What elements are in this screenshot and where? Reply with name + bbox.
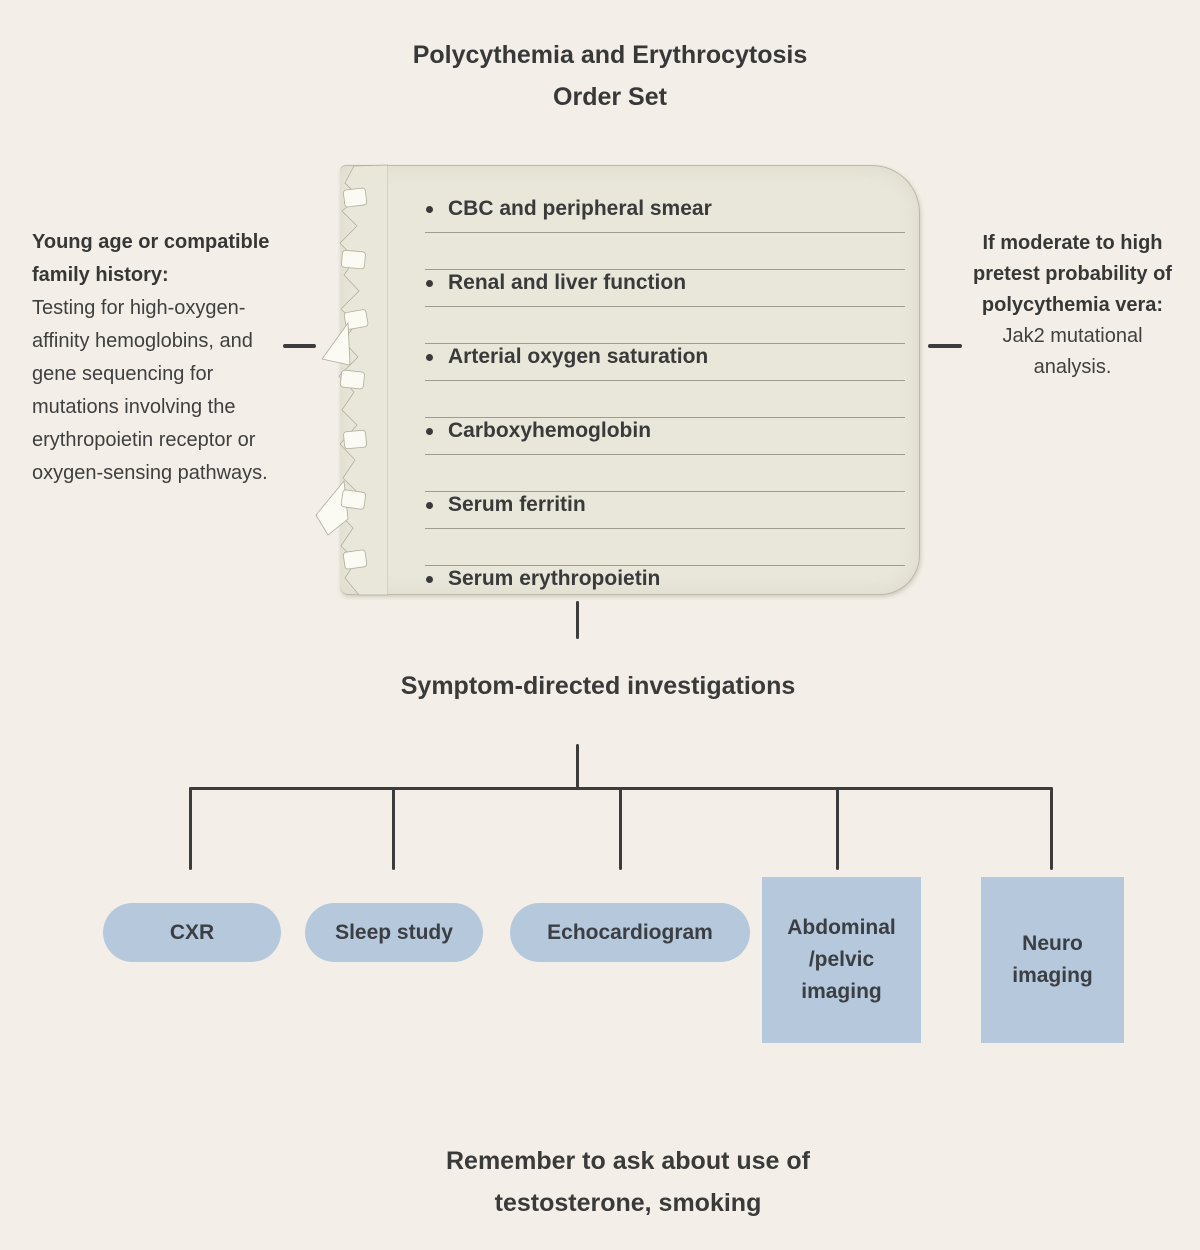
- order-set-item: CBC and peripheral smear: [426, 196, 712, 222]
- node-cxr: CXR: [103, 903, 281, 962]
- left-annotation-body: Testing for high-oxygen-affinity hemoglo…: [32, 297, 268, 484]
- left-annotation-heading: Young age or compatible family history:: [32, 231, 270, 286]
- order-set-item: Serum ferritin: [426, 492, 586, 518]
- order-set-item: Carboxyhemoglobin: [426, 418, 651, 444]
- bullet-icon: [426, 501, 433, 509]
- order-set-item: Renal and liver function: [426, 270, 686, 296]
- page-title-line2: Order Set: [553, 83, 667, 111]
- order-set-notepad: CBC and peripheral smear Renal and liver…: [340, 165, 920, 595]
- connector-drop-echocardiogram: [619, 787, 622, 870]
- order-set-item-label: CBC and peripheral smear: [448, 197, 712, 220]
- order-set-item-label: Carboxyhemoglobin: [448, 419, 652, 442]
- torn-paper-edge: [315, 164, 388, 596]
- ruled-lines: [425, 196, 905, 570]
- order-set-item-label: Serum ferritin: [448, 493, 586, 516]
- left-dash-connector: [283, 344, 316, 348]
- connector-drop-sleep-study: [392, 787, 395, 870]
- order-set-item: Serum erythropoietin: [426, 566, 660, 592]
- left-annotation: Young age or compatible family history: …: [32, 226, 280, 490]
- bullet-icon: [426, 205, 433, 213]
- right-annotation-body: Jak2 mutational analysis.: [1002, 325, 1143, 378]
- node-cxr-label: CXR: [169, 920, 215, 944]
- connector-stem-bottom: [576, 744, 579, 789]
- footer-reminder-line1: Remember to ask about use of: [446, 1147, 810, 1175]
- bullet-icon: [426, 575, 433, 583]
- node-abdominal-pelvic-imaging-label: Abdominal /pelvic imaging: [787, 916, 896, 1003]
- connector-drop-cxr: [189, 787, 192, 870]
- bullet-icon: [426, 353, 433, 361]
- node-echocardiogram: Echocardiogram: [510, 903, 750, 962]
- node-neuro-imaging: Neuro imaging: [981, 877, 1124, 1043]
- node-sleep-study-label: Sleep study: [335, 920, 453, 944]
- node-echocardiogram-label: Echocardiogram: [547, 920, 713, 944]
- order-set-item-label: Serum erythropoietin: [448, 567, 661, 590]
- bullet-icon: [426, 427, 433, 435]
- footer-reminder: Remember to ask about use of testosteron…: [56, 1140, 1200, 1224]
- connector-drop-neuro-imaging: [1050, 787, 1053, 870]
- right-annotation-heading: If moderate to high pretest probability …: [973, 232, 1172, 316]
- bullet-icon: [426, 279, 433, 287]
- page-title-line1: Polycythemia and Erythrocytosis: [412, 41, 808, 69]
- connector-drop-abdominal-pelvic-imaging: [836, 787, 839, 870]
- footer-reminder-line2: testosterone, smoking: [494, 1189, 762, 1217]
- connector-stem-top: [576, 601, 579, 639]
- investigations-heading: Symptom-directed investigations: [400, 672, 796, 700]
- page-title: Polycythemia and Erythrocytosis Order Se…: [20, 34, 1200, 118]
- right-annotation: If moderate to high pretest probability …: [965, 228, 1180, 383]
- node-sleep-study: Sleep study: [305, 903, 483, 962]
- right-dash-connector: [928, 344, 962, 348]
- node-neuro-imaging-label: Neuro imaging: [1012, 932, 1093, 987]
- order-set-item-label: Renal and liver function: [448, 271, 687, 294]
- node-abdominal-pelvic-imaging: Abdominal /pelvic imaging: [762, 877, 921, 1043]
- order-set-item-label: Arterial oxygen saturation: [448, 345, 709, 368]
- order-set-item: Arterial oxygen saturation: [426, 344, 708, 370]
